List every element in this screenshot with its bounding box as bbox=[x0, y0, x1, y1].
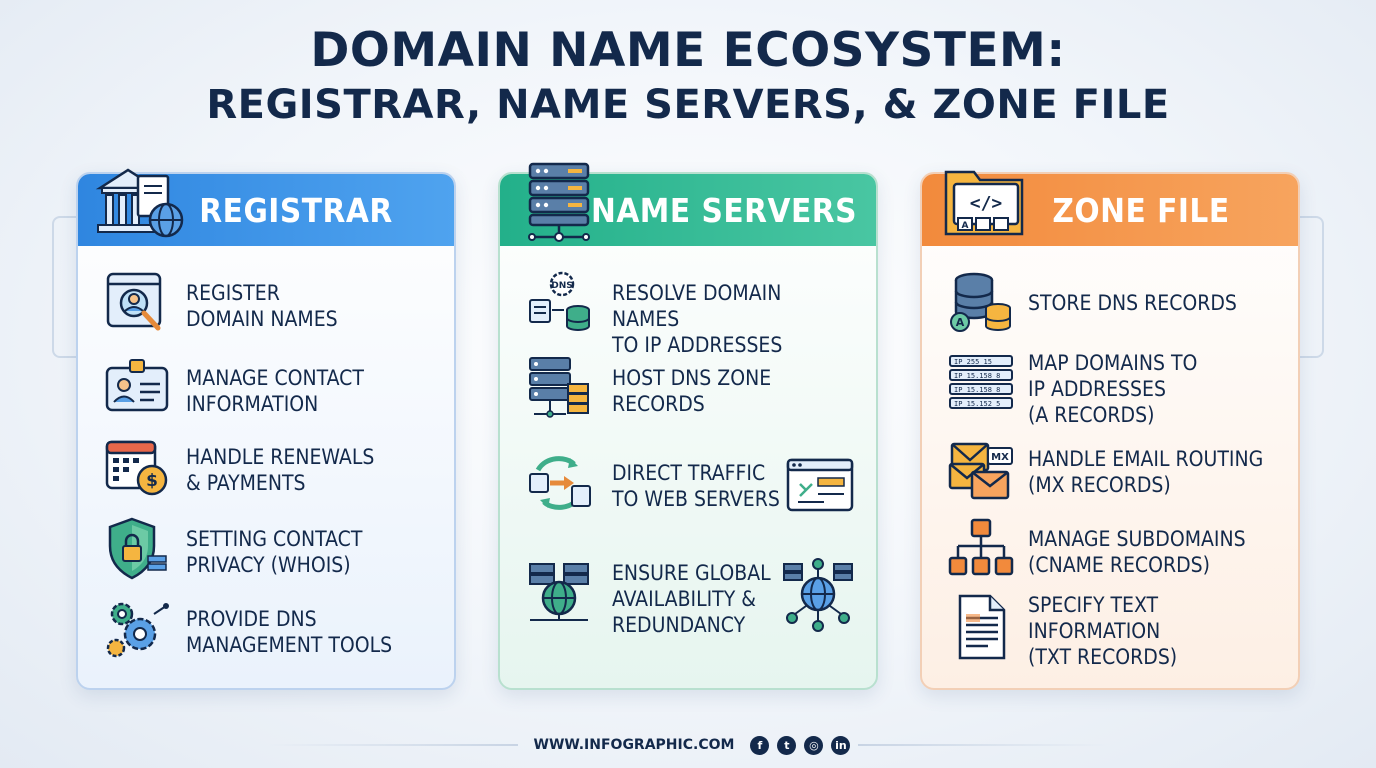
item-text: SETTING CONTACT PRIVACY (WHOIS) bbox=[186, 527, 363, 577]
svg-text:IP 255 15: IP 255 15 bbox=[954, 358, 992, 366]
svg-text:IP 15.158 8: IP 15.158 8 bbox=[954, 386, 1000, 394]
code-folder-icon: </> A bbox=[944, 170, 1024, 236]
name-servers-title: NAME SERVERS bbox=[590, 190, 858, 230]
item-text: MANAGE SUBDOMAINS (CNAME RECORDS) bbox=[1028, 527, 1246, 577]
text-document-icon bbox=[958, 594, 1006, 660]
footer: WWW.INFOGRAPHIC.COM f t ◎ in bbox=[0, 732, 1376, 758]
item-text: MANAGE CONTACT INFORMATION bbox=[186, 366, 364, 416]
right-connector bbox=[1298, 216, 1324, 358]
facebook-icon[interactable]: f bbox=[750, 735, 770, 755]
svg-text:$: $ bbox=[146, 471, 158, 491]
item-text: ENSURE GLOBAL AVAILABILITY & REDUNDANCY bbox=[612, 561, 771, 637]
gears-icon bbox=[106, 602, 169, 658]
instagram-icon[interactable]: ◎ bbox=[804, 735, 824, 755]
zone-file-title: ZONE FILE bbox=[1052, 190, 1230, 230]
globe-network-icon bbox=[783, 558, 853, 632]
shield-lock-icon bbox=[108, 517, 167, 580]
svg-text:A: A bbox=[956, 316, 965, 329]
registrar-card: REGISTRAR REGISTER DOMAIN NAMES MANAGE C… bbox=[76, 172, 456, 690]
database-icon: A bbox=[950, 272, 1011, 332]
dns-badge: DNS bbox=[551, 281, 573, 291]
footer-divider-left bbox=[267, 744, 518, 746]
twitter-icon[interactable]: t bbox=[777, 735, 797, 755]
server-host-icon bbox=[529, 357, 589, 418]
item-text: SPECIFY TEXT INFORMATION (TXT RECORDS) bbox=[1028, 593, 1178, 669]
calendar-dollar-icon: $ bbox=[105, 440, 168, 496]
page-title-line-2: REGISTRAR, NAME SERVERS, & ZONE FILE bbox=[206, 82, 1170, 128]
id-card-icon bbox=[105, 359, 169, 412]
mx-badge: MX bbox=[991, 452, 1009, 463]
page-title-line-1: DOMAIN NAME ECOSYSTEM: bbox=[310, 23, 1066, 78]
item-text: MAP DOMAINS TO IP ADDRESSES (A RECORDS) bbox=[1028, 351, 1198, 427]
svg-text:IP 15.152 5: IP 15.152 5 bbox=[954, 400, 1000, 408]
left-connector bbox=[52, 216, 78, 358]
svg-text:IP 15.158 8: IP 15.158 8 bbox=[954, 372, 1000, 380]
bank-document-globe-icon bbox=[95, 168, 184, 238]
dns-resolve-icon: DNS bbox=[529, 271, 590, 331]
ip-list-icon: IP 255 15 IP 15.158 8 IP 15.158 8 IP 15.152… bbox=[949, 355, 1013, 409]
hierarchy-icon bbox=[948, 518, 1014, 576]
item-text: HOST DNS ZONE RECORDS bbox=[612, 366, 772, 416]
item-text: HANDLE RENEWALS & PAYMENTS bbox=[186, 445, 375, 495]
footer-url[interactable]: WWW.INFOGRAPHIC.COM bbox=[533, 737, 735, 753]
registrar-title: REGISTRAR bbox=[199, 190, 393, 230]
footer-divider-right bbox=[858, 744, 1109, 746]
global-servers-icon bbox=[529, 563, 589, 621]
page-title: DOMAIN NAME ECOSYSTEM: REGISTRAR, NAME S… bbox=[0, 22, 1376, 130]
svg-text:A: A bbox=[962, 221, 969, 231]
mail-mx-icon: MX bbox=[948, 442, 1013, 500]
linkedin-icon[interactable]: in bbox=[831, 735, 851, 755]
item-text: STORE DNS RECORDS bbox=[1028, 291, 1237, 315]
server-stack-icon bbox=[528, 162, 590, 242]
item-text: HANDLE EMAIL ROUTING (MX RECORDS) bbox=[1028, 447, 1264, 497]
web-browser-icon bbox=[786, 458, 854, 512]
svg-text:</>: </> bbox=[970, 193, 1003, 214]
item-text: DIRECT TRAFFIC TO WEB SERVERS bbox=[612, 461, 780, 511]
name-servers-card: NAME SERVERS DNS RESOLVE DOMAIN NAMES TO… bbox=[498, 172, 878, 690]
item-text: RESOLVE DOMAIN NAMES TO IP ADDRESSES bbox=[612, 281, 783, 357]
item-text: PROVIDE DNS MANAGEMENT TOOLS bbox=[186, 607, 393, 657]
traffic-arrows-icon bbox=[529, 456, 591, 510]
item-text: REGISTER DOMAIN NAMES bbox=[186, 281, 338, 331]
browser-user-search-icon bbox=[106, 272, 162, 331]
